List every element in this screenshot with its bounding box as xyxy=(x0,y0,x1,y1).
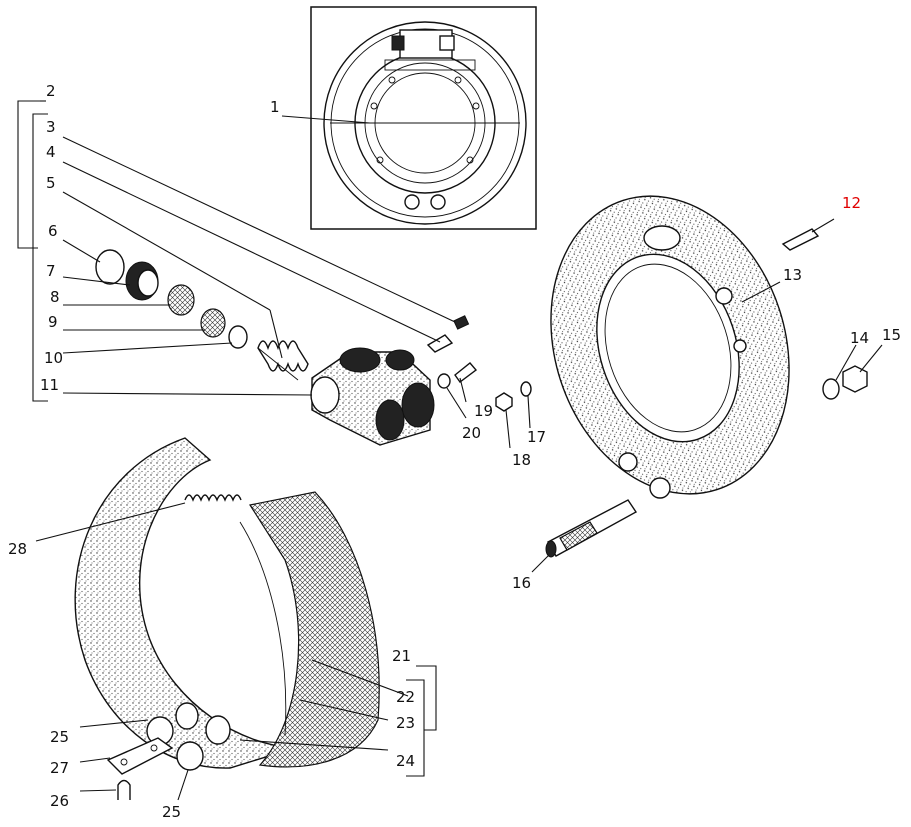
callout-27: 27 xyxy=(50,759,69,777)
callout-22: 22 xyxy=(396,688,415,706)
callout-5: 5 xyxy=(46,174,56,192)
wheel-cylinder-parts xyxy=(95,249,532,446)
kit-bracket xyxy=(17,100,48,402)
callout-2: 2 xyxy=(46,82,56,100)
callout-23: 23 xyxy=(396,714,415,732)
assembled-view-inset xyxy=(310,6,537,230)
callout-21: 21 xyxy=(392,647,411,665)
callout-8: 8 xyxy=(50,288,60,306)
nut-15 xyxy=(842,365,868,393)
callout-20: 20 xyxy=(462,424,481,442)
callout-12-highlighted[interactable]: 12 xyxy=(842,194,861,212)
callout-26: 26 xyxy=(50,792,69,810)
leader-lines xyxy=(35,100,883,801)
callout-10: 10 xyxy=(44,349,63,367)
callout-3: 3 xyxy=(46,118,56,136)
cylinder-spring xyxy=(257,340,309,381)
brake-shoe xyxy=(74,437,380,800)
callout-4: 4 xyxy=(46,143,56,161)
callout-11: 11 xyxy=(40,376,59,394)
adjuster-shaft-16 xyxy=(545,499,638,558)
callout-28: 28 xyxy=(8,540,27,558)
callout-14: 14 xyxy=(850,329,869,347)
callout-19: 19 xyxy=(474,402,493,420)
callout-15: 15 xyxy=(882,326,901,344)
callout-25b: 25 xyxy=(162,803,181,821)
callout-18: 18 xyxy=(512,451,531,469)
callout-24: 24 xyxy=(396,752,415,770)
cylinder-body xyxy=(310,347,435,446)
callout-16: 16 xyxy=(512,574,531,592)
backing-plate xyxy=(550,195,790,499)
callout-6: 6 xyxy=(48,222,58,240)
callout-1: 1 xyxy=(270,98,280,116)
callout-9: 9 xyxy=(48,313,58,331)
callout-17: 17 xyxy=(527,428,546,446)
shoe-kit-bracket xyxy=(406,665,437,777)
callout-labels: 1 2 3 4 5 6 7 8 9 10 11 12 13 14 15 16 1… xyxy=(8,82,901,821)
bolt-12 xyxy=(781,228,820,251)
callout-13: 13 xyxy=(783,266,802,284)
washer-14 xyxy=(822,378,840,400)
callout-7: 7 xyxy=(46,262,56,280)
callout-25a: 25 xyxy=(50,728,69,746)
